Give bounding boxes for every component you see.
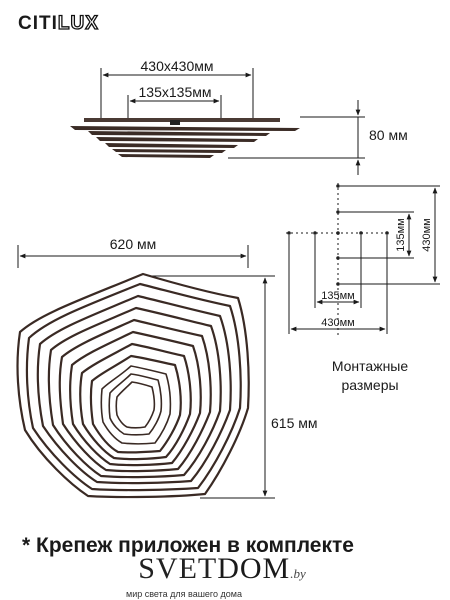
ring-3 [36,294,232,485]
ring-8 [89,354,182,454]
side-view: 430x430мм 135x135мм 80 мм [70,58,408,175]
mount-h-small-label: 135мм [321,290,354,302]
mount-caption-line2: размеры [341,377,398,393]
ring-11 [115,381,156,429]
brand-part-lux: LUX [57,12,99,34]
mount-caption-line1: Монтажные [332,358,409,374]
front-width-label: 620 мм [110,236,157,252]
front-height-label: 615 мм [271,415,318,431]
ring-1 [16,272,250,499]
brand-part-citi: CITI [18,13,58,34]
mount-h-large-label: 430мм [321,317,354,329]
ring-5 [58,318,212,473]
layer-3 [96,137,258,142]
ring-2 [25,282,242,492]
mounting-diagram: 135мм 430мм 135мм 430мм Монтажные размер… [286,183,440,393]
site-name-dom: DOM [217,552,291,585]
ring-6 [69,330,202,467]
mount-v-large-label: 430мм [421,218,433,251]
ring-4 [47,306,222,479]
layer-6 [118,154,214,158]
ring-7 [79,342,192,461]
front-view: 620 мм 615 мм [16,236,318,499]
site-domain-suffix: .by [290,566,306,581]
inner-width-label: 135x135мм [139,84,212,100]
mount-v-small-label: 135мм [395,218,407,251]
layer-4 [105,143,238,148]
layer-1 [70,126,300,131]
citilux-logo: CITILUX [18,12,99,35]
layer-5 [112,149,226,153]
ring-9 [100,365,172,445]
outer-width-label: 430x430мм [141,58,214,74]
mount-plate [84,118,280,122]
layer-2 [88,131,270,136]
site-name-main: SVET [138,552,218,585]
ring-10 [108,373,163,436]
height-label: 80 мм [369,127,408,143]
svetdom-logo: SVETDOM.by [122,552,322,586]
site-tagline: мир света для вашего дома [126,589,242,599]
footnote-text: * Крепеж приложен в комплекте [22,534,354,557]
